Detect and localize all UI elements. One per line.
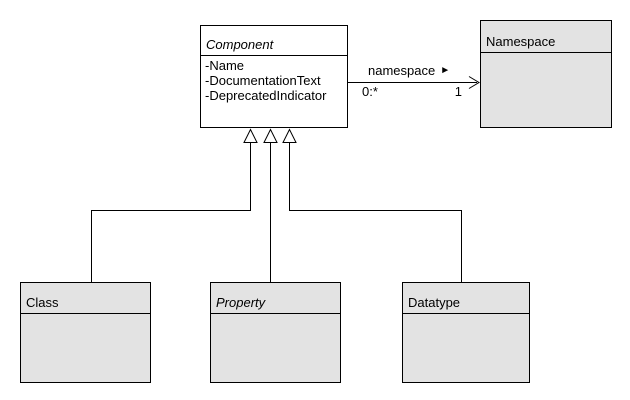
class-title-datatype: Datatype: [403, 283, 529, 314]
class-title-namespace: Namespace: [481, 21, 611, 53]
class-box-component: Component -Name -DocumentationText -Depr…: [200, 25, 348, 128]
class-box-namespace: Namespace: [480, 20, 612, 128]
generalization-line-datatype: [289, 143, 462, 282]
multiplicity-source: 0:*: [362, 84, 378, 99]
class-title-class: Class: [21, 283, 150, 314]
association-label: namespace ►: [368, 64, 450, 77]
multiplicity-target: 1: [454, 84, 462, 99]
attribute-name: -Name: [205, 58, 245, 73]
class-title-component: Component: [201, 26, 347, 56]
generalization-line-class: [91, 143, 251, 282]
direction-arrow-icon: ►: [440, 65, 451, 76]
attribute-documentationtext: -DocumentationText: [205, 73, 321, 88]
attribute-deprecatedindicator: -DeprecatedIndicator: [205, 88, 327, 103]
generalization-triangle-icon-property: [263, 128, 278, 143]
attributes-compartment-class: [21, 314, 150, 382]
class-box-class: Class: [20, 282, 151, 383]
class-box-datatype: Datatype: [402, 282, 530, 383]
generalization-triangle-icon-class: [243, 128, 258, 143]
attributes-compartment-component: -Name -DocumentationText -DeprecatedIndi…: [201, 56, 347, 127]
association-open-arrowhead: [468, 76, 480, 89]
generalization-triangle-icon-datatype: [282, 128, 297, 143]
attributes-compartment-datatype: [403, 314, 529, 382]
attributes-compartment-namespace: [481, 53, 611, 127]
class-title-property: Property: [211, 283, 340, 314]
class-box-property: Property: [210, 282, 341, 383]
attributes-compartment-property: [211, 314, 340, 382]
association-name: namespace: [368, 63, 436, 78]
